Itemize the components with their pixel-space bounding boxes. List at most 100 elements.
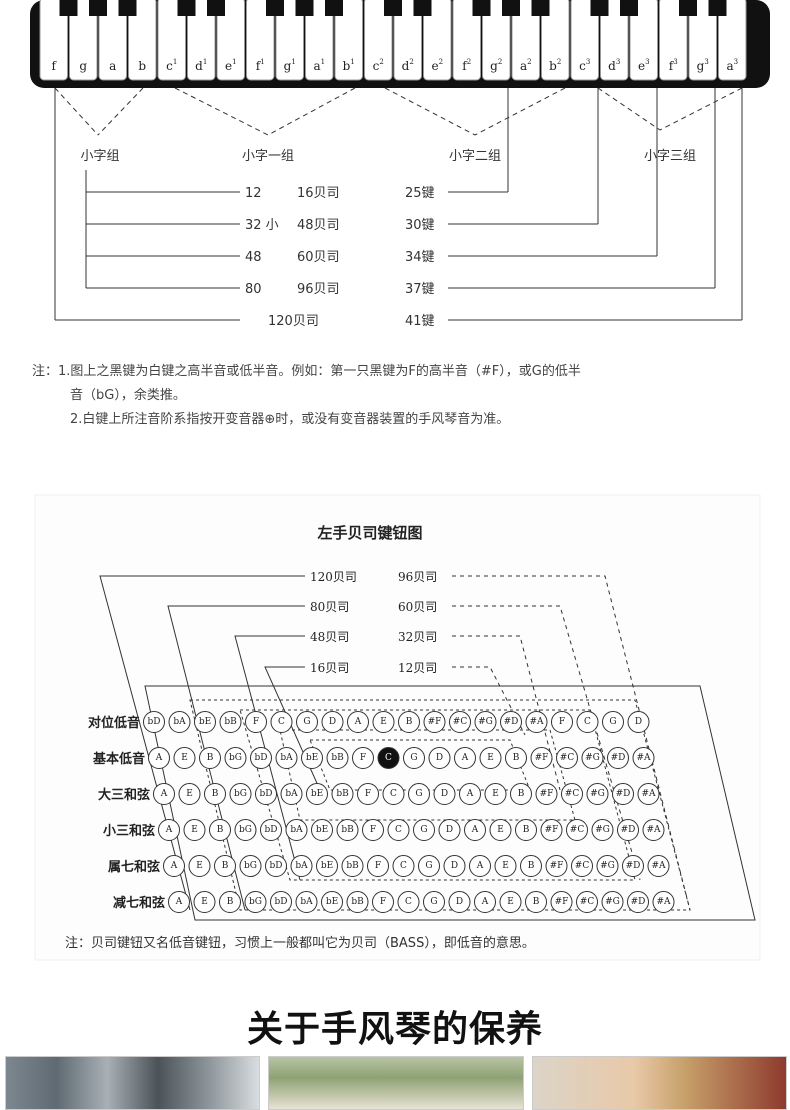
bass-button[interactable]: B — [515, 819, 537, 841]
bass-button[interactable]: #D — [500, 711, 522, 733]
bass-button[interactable]: #C — [566, 819, 588, 841]
bass-button[interactable]: bD — [250, 747, 272, 769]
bass-button[interactable]: F — [367, 855, 389, 877]
bass-button[interactable]: A — [168, 891, 190, 913]
bass-button[interactable]: F — [372, 891, 394, 913]
bass-button[interactable]: #C — [449, 711, 471, 733]
bass-button[interactable]: bB — [341, 855, 364, 877]
bass-button[interactable]: D — [428, 747, 451, 769]
bass-button[interactable]: B — [219, 891, 241, 913]
bass-button[interactable]: F — [357, 783, 379, 805]
bass-button[interactable]: G — [418, 855, 440, 877]
bass-button[interactable]: #F — [550, 891, 573, 913]
bass-button[interactable]: #A — [632, 747, 655, 769]
bass-button[interactable]: E — [479, 747, 502, 769]
bass-button[interactable]: B — [520, 855, 542, 877]
bass-button[interactable]: bE — [316, 855, 338, 877]
bass-button[interactable]: bE — [311, 819, 333, 841]
bass-button[interactable]: D — [321, 711, 344, 733]
bass-button[interactable]: G — [403, 747, 425, 769]
bass-button[interactable]: bB — [326, 747, 349, 769]
bass-button[interactable]: #G — [591, 819, 614, 841]
bass-button[interactable]: A — [459, 783, 481, 805]
bass-button[interactable]: #D — [612, 783, 634, 805]
bass-button[interactable]: #D — [627, 891, 649, 913]
bass-button[interactable]: #F — [530, 747, 553, 769]
bass-button[interactable]: A — [469, 855, 491, 877]
bass-button[interactable]: B — [525, 891, 547, 913]
bass-button[interactable]: #C — [576, 891, 598, 913]
bass-button[interactable]: #A — [642, 819, 665, 841]
bass-button[interactable]: E — [178, 783, 201, 805]
bass-button[interactable]: bG — [244, 891, 267, 913]
bass-button[interactable]: bG — [229, 783, 252, 805]
bass-button[interactable]: #G — [474, 711, 497, 733]
bass-button[interactable]: C — [377, 747, 400, 769]
bass-button[interactable]: D — [443, 855, 466, 877]
bass-button[interactable]: #A — [647, 855, 670, 877]
bass-button[interactable]: E — [494, 855, 517, 877]
bass-button[interactable]: G — [296, 711, 318, 733]
bass-button[interactable]: bA — [168, 711, 191, 733]
bass-button[interactable]: #F — [423, 711, 446, 733]
bass-button[interactable]: F — [352, 747, 374, 769]
bass-button[interactable]: bA — [275, 747, 298, 769]
bass-button[interactable]: #C — [556, 747, 578, 769]
bass-button[interactable]: #G — [601, 891, 624, 913]
bass-button[interactable]: bD — [255, 783, 277, 805]
bass-button[interactable]: A — [347, 711, 369, 733]
bass-button[interactable]: #D — [617, 819, 639, 841]
bass-button[interactable]: G — [602, 711, 624, 733]
bass-button[interactable]: C — [397, 891, 420, 913]
bass-button[interactable]: E — [193, 891, 216, 913]
bass-button[interactable]: C — [270, 711, 293, 733]
bass-button[interactable]: bE — [301, 747, 323, 769]
bass-button[interactable]: #G — [586, 783, 609, 805]
bass-button[interactable]: bA — [280, 783, 303, 805]
bass-button[interactable]: #A — [652, 891, 675, 913]
bass-button[interactable]: #G — [596, 855, 619, 877]
bass-button[interactable]: #F — [545, 855, 568, 877]
bass-button[interactable]: #F — [535, 783, 558, 805]
bass-button[interactable]: C — [382, 783, 405, 805]
bass-button[interactable]: A — [153, 783, 175, 805]
bass-button[interactable]: A — [454, 747, 476, 769]
bass-button[interactable]: bG — [239, 855, 262, 877]
bass-button[interactable]: B — [214, 855, 236, 877]
bass-button[interactable]: C — [576, 711, 599, 733]
bass-button[interactable]: bD — [265, 855, 287, 877]
bass-button[interactable]: #A — [525, 711, 548, 733]
bass-button[interactable]: A — [474, 891, 496, 913]
bass-button[interactable]: bA — [295, 891, 318, 913]
bass-button[interactable]: B — [505, 747, 527, 769]
bass-button[interactable]: E — [499, 891, 522, 913]
bass-button[interactable]: G — [408, 783, 430, 805]
bass-button[interactable]: E — [372, 711, 395, 733]
bass-button[interactable]: bE — [306, 783, 328, 805]
bass-button[interactable]: A — [148, 747, 170, 769]
bass-button[interactable]: bG — [224, 747, 247, 769]
bass-button[interactable]: B — [204, 783, 226, 805]
bass-button[interactable]: B — [398, 711, 420, 733]
bass-button[interactable]: #D — [622, 855, 644, 877]
bass-button[interactable]: E — [188, 855, 211, 877]
bass-button[interactable]: D — [448, 891, 471, 913]
bass-button[interactable]: bE — [194, 711, 216, 733]
bass-button[interactable]: E — [183, 819, 206, 841]
bass-button[interactable]: B — [209, 819, 231, 841]
bass-button[interactable]: F — [245, 711, 267, 733]
bass-button[interactable]: D — [433, 783, 456, 805]
bass-button[interactable]: B — [510, 783, 532, 805]
bass-button[interactable]: bA — [290, 855, 313, 877]
bass-button[interactable]: bD — [260, 819, 282, 841]
bass-button[interactable]: A — [158, 819, 180, 841]
bass-button[interactable]: G — [423, 891, 445, 913]
bass-button[interactable]: C — [387, 819, 410, 841]
bass-button[interactable]: bB — [331, 783, 354, 805]
bass-button[interactable]: bB — [336, 819, 359, 841]
bass-button[interactable]: #D — [607, 747, 629, 769]
bass-button[interactable]: F — [551, 711, 573, 733]
bass-button[interactable]: #A — [637, 783, 660, 805]
bass-button[interactable]: E — [484, 783, 507, 805]
bass-button[interactable]: D — [627, 711, 650, 733]
